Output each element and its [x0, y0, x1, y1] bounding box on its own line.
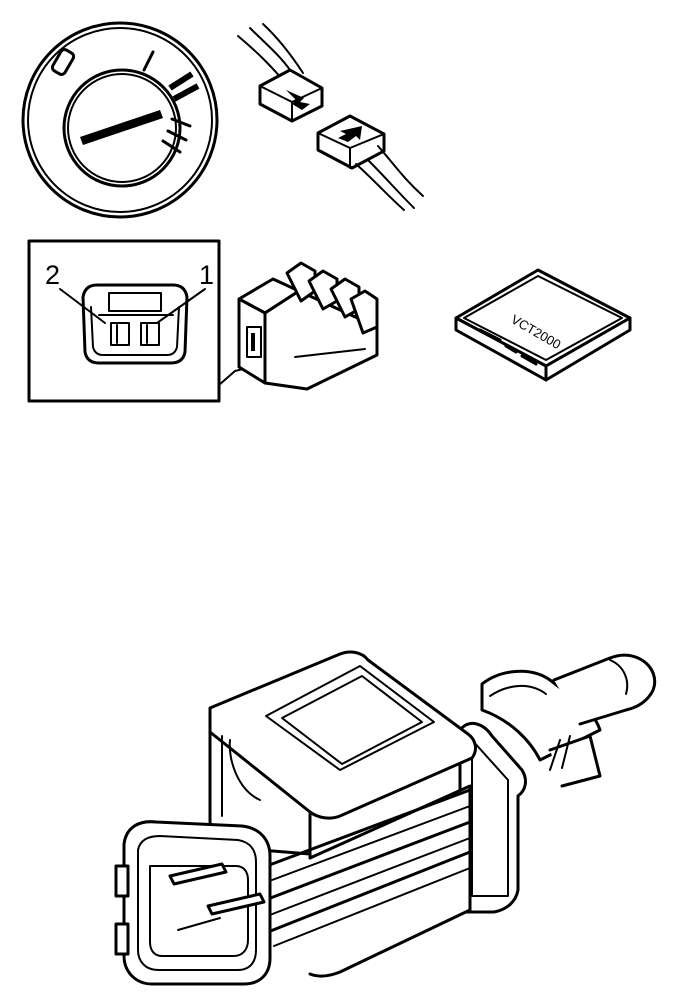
lower-plug [316, 114, 386, 170]
position-mark-2 [168, 71, 200, 102]
position-mark-0 [50, 48, 76, 76]
connector-housing [208, 650, 477, 978]
sensor-body [480, 653, 657, 788]
upper-plug [258, 68, 324, 123]
position-mark-3 [161, 117, 192, 154]
sensor-connector-drawing [114, 650, 657, 986]
ignition-switch-figure [20, 20, 220, 220]
pinout-callout-box [27, 239, 221, 403]
software-box-figure: VCT2000 [450, 262, 635, 387]
connector-face [81, 283, 189, 365]
ignition-switch-icon [21, 21, 219, 219]
connector-flange [458, 721, 527, 914]
pin-1-label: 1 [199, 260, 214, 290]
connector-3d [237, 261, 379, 391]
key-slot [80, 110, 163, 145]
software-box-icon: VCT2000 [454, 268, 632, 382]
connector-disconnect-icon [237, 23, 424, 211]
position-mark-1 [142, 50, 155, 72]
connector-pinout-figure: 2 1 [25, 237, 385, 407]
sensor-connector-figure [110, 640, 670, 1005]
connector-disconnect-figure [228, 18, 428, 213]
connector-pinout-diagram: 2 1 [27, 239, 379, 403]
arrow-icon [286, 90, 310, 110]
arrow-icon [338, 126, 362, 142]
pin-1-socket [140, 322, 160, 346]
plug-pin [168, 862, 228, 886]
connector-plug-face [114, 820, 272, 986]
plug-pin [206, 892, 266, 916]
pin-2-socket [110, 322, 130, 346]
pin-2-label: 2 [45, 260, 60, 290]
